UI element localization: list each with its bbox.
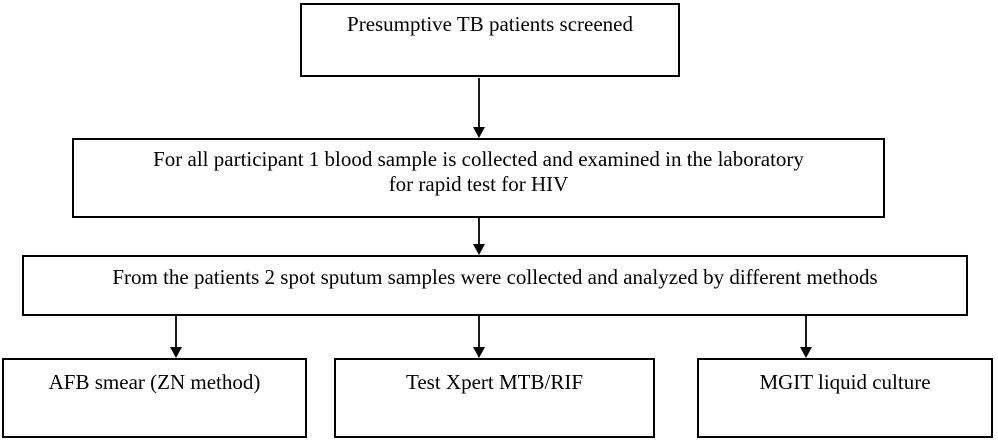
arrow-shaft [175, 316, 177, 347]
node-afb-smear-zn-method: AFB smear (ZN method) [2, 358, 307, 438]
arrow-shaft [478, 316, 480, 347]
arrow-shaft [805, 316, 807, 347]
arrow-shaft [478, 78, 480, 127]
node-test-xpert-mtb-rif: Test Xpert MTB/RIF [334, 358, 655, 438]
arrow-head-icon [473, 244, 485, 255]
node-presumptive-tb-patients-screened: Presumptive TB patients screened [300, 3, 680, 77]
node-mgit-liquid-culture: MGIT liquid culture [697, 358, 993, 438]
node-sputum-samples-collected: From the patients 2 spot sputum samples … [22, 255, 968, 316]
arrow-head-icon [170, 347, 182, 358]
arrow-shaft [478, 218, 480, 244]
arrow-head-icon [800, 347, 812, 358]
arrow-head-icon [473, 347, 485, 358]
arrow-head-icon [473, 127, 485, 138]
node-blood-sample-hiv-rapid-test: For all participant 1 blood sample is co… [72, 138, 885, 218]
